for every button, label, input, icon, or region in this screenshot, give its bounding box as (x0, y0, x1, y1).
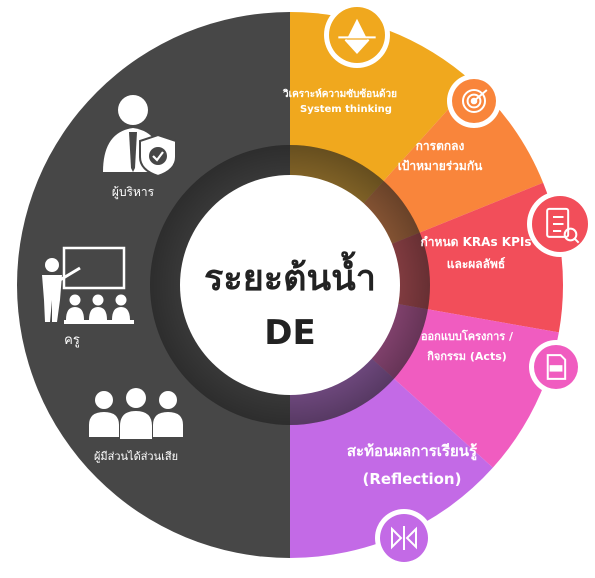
center-title-line1: ระยะต้นน้ำ (204, 251, 376, 299)
step-5-line2: (Reflection) (363, 470, 462, 488)
stakeholder-executive-label: ผู้บริหาร (112, 185, 155, 200)
reflection-icon (375, 509, 433, 567)
step-4-line2: กิจกรรม (Acts) (427, 350, 507, 363)
teacher-board-icon (42, 246, 134, 324)
center-disc (180, 175, 400, 395)
checklist-icon (527, 191, 593, 257)
center-title-line2: DE (264, 313, 315, 353)
step-5-line1: สะท้อนผลการเรียนรู้ (347, 442, 478, 461)
step-1-line2: System thinking (300, 104, 392, 115)
target-icon (447, 74, 501, 128)
iceberg-icon (324, 2, 390, 68)
step-3-line1: กำหนด KRAs KPIs (421, 235, 532, 249)
step-2-line1: การตกลง (416, 139, 465, 153)
executive-shield-icon (103, 95, 177, 178)
stakeholder-others-label: ผู้มีส่วนได้ส่วนเสีย (94, 450, 178, 463)
step-1-line1: วิเคราะห์ความซับซ้อนด้วย (283, 88, 397, 100)
step-4-line1: ออกแบบโครงการ / (421, 329, 514, 343)
step-3-line2: และผลลัพธ์ (447, 257, 506, 271)
step-2-line2: เป้าหมายร่วมกัน (398, 159, 483, 173)
people-group-icon (89, 388, 183, 439)
step-icon-badges (324, 2, 593, 567)
stakeholder-teacher-label: ครู (64, 333, 80, 348)
document-act-icon (529, 340, 583, 394)
